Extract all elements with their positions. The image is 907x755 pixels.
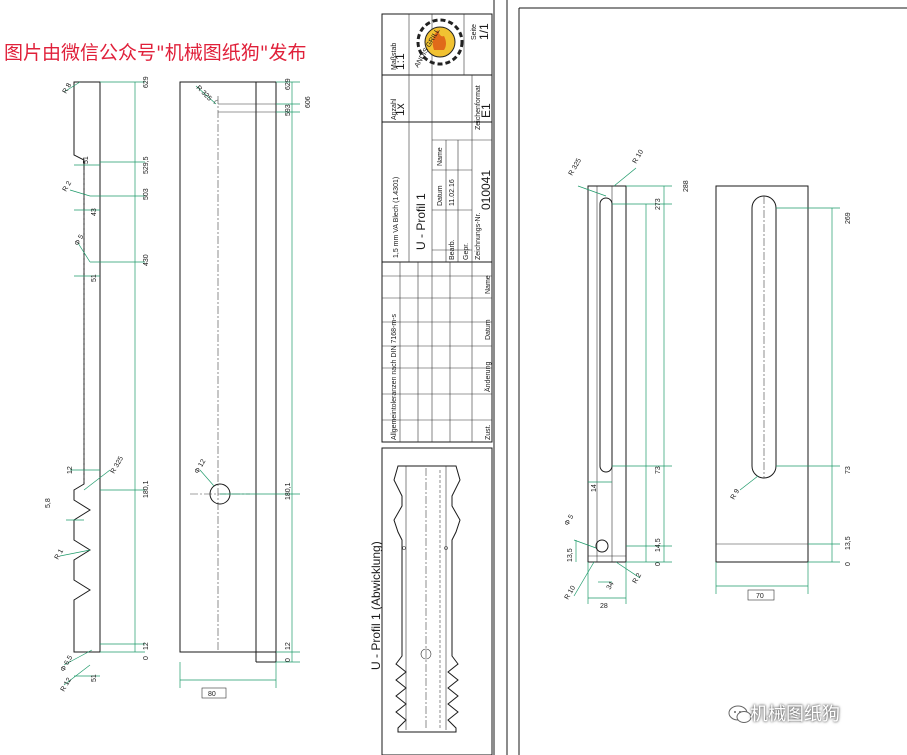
checked-label: Gepr.	[463, 243, 470, 260]
dim-label: 13,5	[845, 536, 852, 550]
right-view-a: 288 273 73 14,5 0 R 325 R 10 14 13,5 Φ 5…	[564, 149, 690, 610]
dim-label: 28	[600, 603, 608, 610]
middle-view: 629 593 606 180,1 12 0 R 325 Φ 12 80	[179, 78, 312, 699]
flat-pattern-title: U - Profil 1 (Abwicklung)	[369, 541, 383, 670]
dim-label: 503	[143, 188, 150, 200]
name2-label: Name	[485, 275, 492, 294]
dim-label: R 325	[110, 455, 125, 475]
dim-label: R 2	[62, 180, 74, 193]
dim-label: 430	[143, 254, 150, 266]
left-view-outline	[73, 81, 101, 653]
tolerance-note: Allgemeintoleranzen nach DIN 7168-m-s	[391, 313, 398, 440]
title-block: ANDIS GRILL 1:1 Maßstab 1/1 Seite 1x Anz…	[381, 13, 493, 443]
dim-label: 12	[67, 466, 74, 474]
dim-label: 51	[91, 274, 98, 282]
date-value: 11.02.16	[449, 179, 456, 206]
dim-label: 34	[606, 581, 616, 591]
scale-label: Maßstab	[391, 43, 398, 70]
material-value: 1,5 mm VA Blech (1.4301)	[393, 177, 400, 258]
count-value: 1x	[393, 103, 407, 116]
hole-circle	[595, 539, 609, 553]
dim-label: 5,8	[45, 498, 52, 508]
dim-label: R 325	[568, 157, 583, 177]
right-view-b-outline	[715, 185, 809, 563]
dim-label: 0	[285, 658, 292, 662]
dim-label: 606	[305, 96, 312, 108]
right-view-b: 269 73 13,5 0 R 9 70	[715, 185, 852, 601]
left-view: 629 529,5 503 430 180,1 12 0 R 8 51 R 2 …	[45, 76, 150, 693]
wechat-icon	[728, 705, 752, 723]
dim-label: 269	[845, 212, 852, 224]
dim-label: 273	[655, 198, 662, 210]
dim-label: 12	[285, 642, 292, 650]
date2-label: Datum	[485, 319, 492, 340]
dim-label: R 2	[632, 572, 644, 585]
dim-label: R 8	[62, 82, 74, 95]
flat-pattern-outline	[393, 465, 461, 733]
count-label: Anzahl	[391, 98, 398, 120]
dim-label: 70	[756, 593, 764, 600]
gear-logo-icon	[416, 18, 464, 66]
dim-label: 0	[845, 562, 852, 566]
dim-label: 12	[143, 642, 150, 650]
name-label: Name	[437, 147, 444, 166]
slot-outline	[599, 197, 613, 473]
dim-label: 14	[591, 484, 598, 492]
sheet-value: 1/1	[477, 23, 491, 40]
dim-label: 0	[143, 656, 150, 660]
drawing-number: 010041	[479, 170, 493, 210]
dim-label: Φ 12	[194, 458, 208, 475]
dim-label: 73	[845, 466, 852, 474]
dim-label: 288	[683, 180, 690, 192]
change-label: Änderung	[484, 362, 492, 392]
dim-label: 51	[83, 156, 90, 164]
dim-label: Φ 5	[74, 234, 86, 247]
dim-label: 593	[285, 104, 292, 116]
dim-label: 180,1	[143, 480, 150, 498]
format-value: E1	[479, 103, 493, 118]
right-view-a-outline	[587, 185, 627, 563]
dim-label: 180,1	[285, 482, 292, 500]
dim-label: R 1	[54, 548, 66, 561]
brand-text: 机械图纸狗	[750, 704, 840, 725]
dim-label: Φ 6,5	[60, 654, 75, 673]
dim-label: 0	[655, 562, 662, 566]
sheet-label: Seite	[471, 24, 478, 40]
date-label: Datum	[437, 185, 444, 206]
scale-value: 1:1	[393, 53, 407, 70]
number-label: Zeichnungs-Nr.	[475, 212, 482, 260]
dim-label: 529,5	[143, 156, 150, 174]
dim-label: 73	[655, 466, 662, 474]
dim-label: 629	[285, 78, 292, 90]
part-name: U - Profil 1	[414, 193, 428, 250]
dim-label: 43	[91, 208, 98, 216]
dim-label: R 10	[564, 585, 578, 601]
dim-label: 13,5	[567, 548, 574, 562]
dim-label: R 10	[632, 149, 646, 165]
dim-label: R 12	[60, 677, 74, 693]
dim-label: 80	[208, 691, 216, 698]
format-label: Zeichenformat	[475, 85, 482, 130]
dim-label: 51	[91, 674, 98, 682]
watermark-text: 图片由微信公众号"机械图纸狗"发布	[4, 42, 307, 64]
drawn-label: Bearb.	[449, 239, 456, 260]
dim-label: 14,5	[655, 538, 662, 552]
dim-label: R 325	[195, 84, 213, 102]
dim-label: R 9	[730, 488, 742, 501]
flat-pattern-view: U - Profil 1 (Abwicklung)	[369, 447, 493, 755]
dim-label: Φ 5	[564, 514, 576, 527]
status-label: Zust.	[485, 424, 492, 440]
dim-label: 629	[143, 76, 150, 88]
